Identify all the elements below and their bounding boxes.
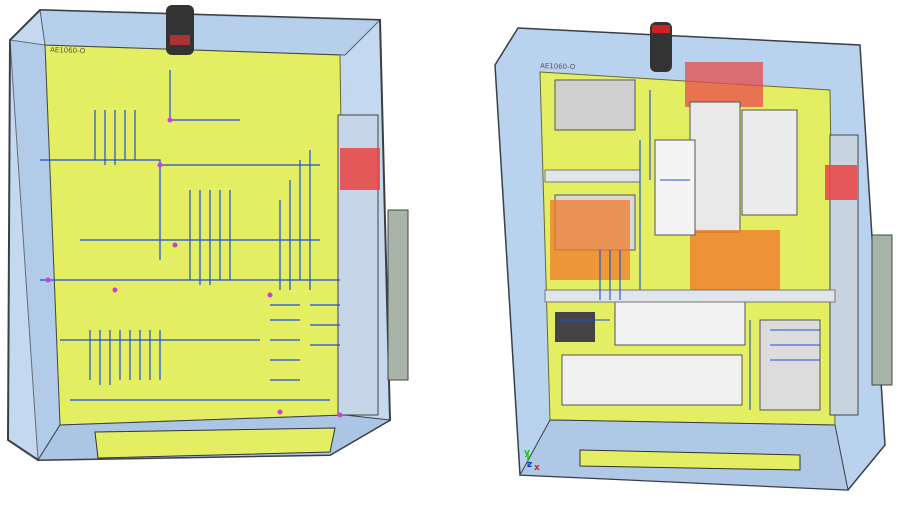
cable-duct xyxy=(544,289,836,303)
door-lock xyxy=(650,22,672,72)
highlighted-zone-orange-2 xyxy=(690,230,780,300)
enclosure-label: AE1060-O xyxy=(540,62,576,71)
breaker-row-bottom[interactable] xyxy=(561,354,743,406)
drive-unit[interactable] xyxy=(689,101,741,233)
side-mounted-device xyxy=(871,234,893,386)
terminal-block xyxy=(555,312,595,342)
axis-z-label: z xyxy=(527,460,532,470)
highlighted-component[interactable] xyxy=(825,165,857,200)
cable-gland-plate xyxy=(94,427,336,459)
axis-x-label: x xyxy=(534,463,540,473)
highlighted-component[interactable] xyxy=(340,148,380,190)
wiring xyxy=(560,90,820,410)
wire-nodes xyxy=(45,117,343,418)
highlighted-zone-red xyxy=(685,62,763,107)
terminal-strip xyxy=(759,319,821,411)
cable-duct xyxy=(544,169,641,183)
side-mounted-device xyxy=(387,209,409,381)
top-wall xyxy=(39,9,382,56)
highlighted-zone-orange xyxy=(550,200,630,280)
axis-triad: y z x xyxy=(524,448,540,473)
door-lock-indicator xyxy=(170,35,190,45)
enclosure-label: AE1060-O xyxy=(50,46,86,55)
door-lock-indicator xyxy=(652,25,670,33)
cable-gland-plate xyxy=(579,449,801,471)
right-enclosure[interactable]: AE1060-O xyxy=(494,22,893,491)
breaker-row-top[interactable] xyxy=(614,299,746,346)
component-box[interactable] xyxy=(554,79,636,131)
door-lock xyxy=(166,5,194,55)
left-enclosure[interactable]: AE1060-O xyxy=(6,5,409,462)
drive-unit-2[interactable] xyxy=(741,109,798,216)
relay-module[interactable] xyxy=(654,139,696,236)
axis-y-label: y xyxy=(524,448,530,458)
